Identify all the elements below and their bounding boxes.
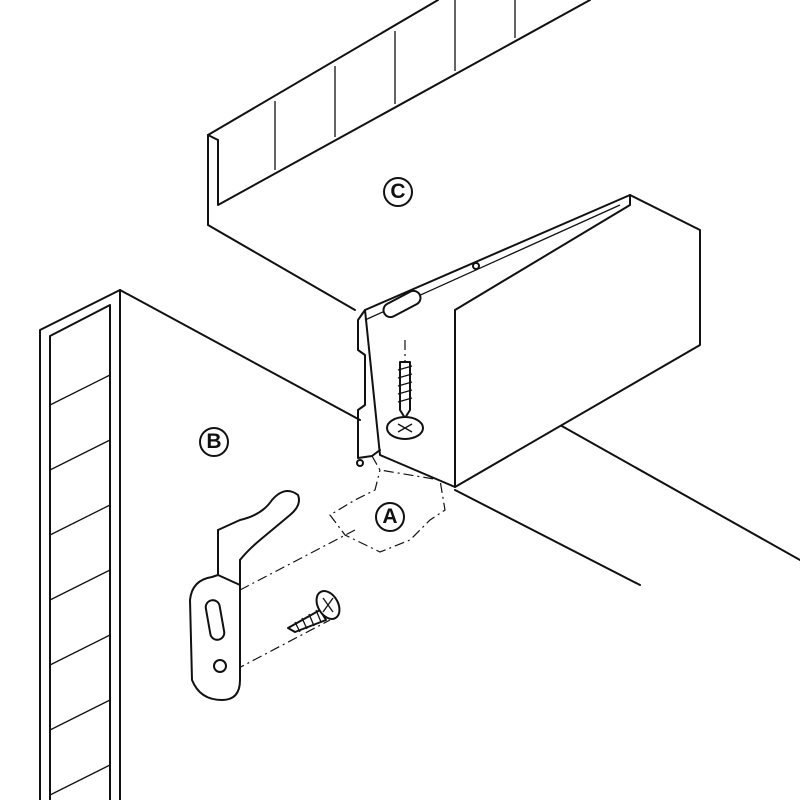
label-b: B bbox=[199, 427, 229, 457]
damper-unit bbox=[356, 194, 701, 488]
mounting-outline bbox=[234, 455, 446, 671]
label-a: A bbox=[375, 502, 405, 532]
label-c: C bbox=[383, 177, 413, 207]
side-cabinet bbox=[39, 289, 800, 800]
mounting-bracket bbox=[189, 490, 341, 701]
upper-cabinet bbox=[207, 0, 591, 311]
